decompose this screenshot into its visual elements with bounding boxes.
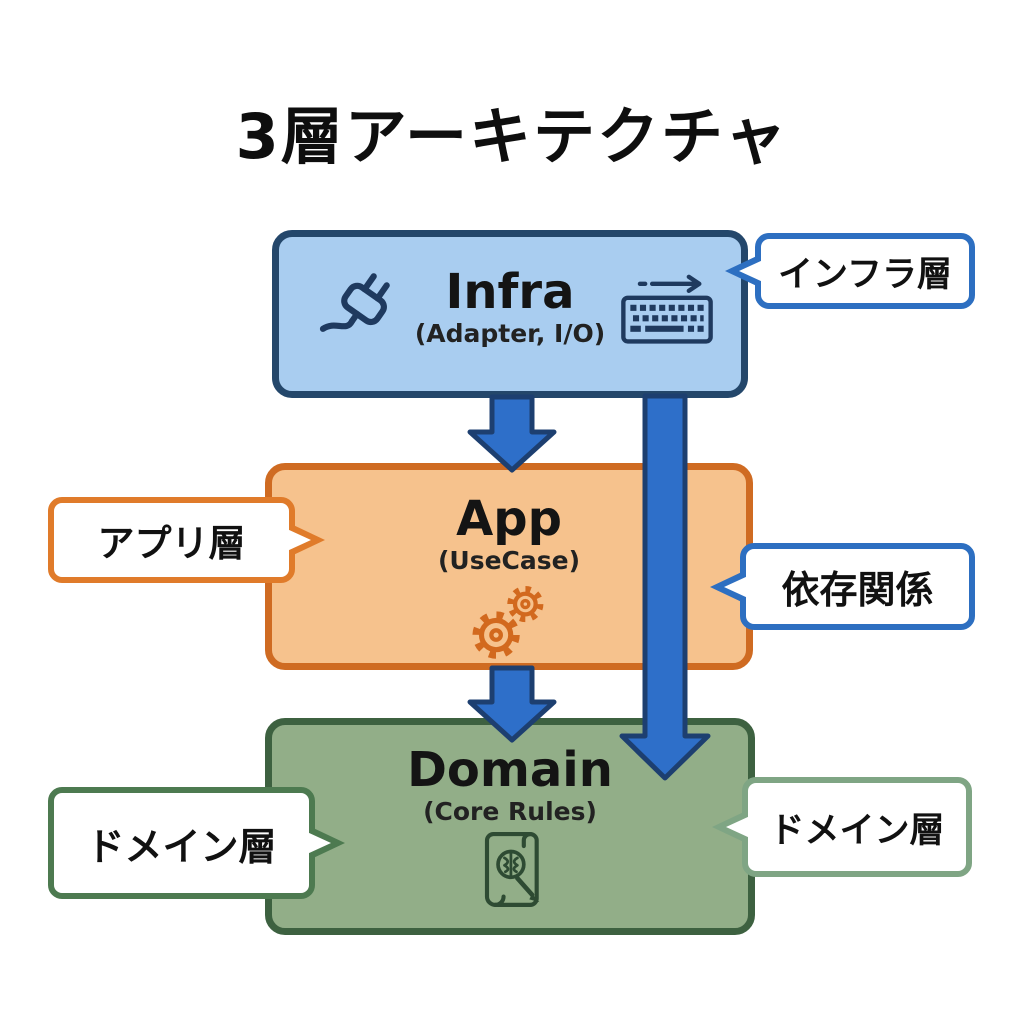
gears-icon [472, 586, 544, 659]
app-subtitle: (UseCase) [437, 546, 581, 576]
callout-app-layer-text: アプリ層 [97, 522, 246, 565]
diagram-title: 3層アーキテクチャ [235, 100, 789, 173]
callout-dependency-text: 依存関係 [781, 568, 934, 612]
callout-domain-layer-right-text: ドメイン層 [769, 810, 945, 851]
app-text-block: App (UseCase) [272, 470, 746, 576]
callout-pointer-left-icon [739, 260, 763, 282]
callout-infra-layer: インフラ層 [725, 233, 975, 309]
infra-name: Infra [445, 264, 575, 320]
app-name: App [456, 491, 562, 547]
callout-pointer-right-icon [307, 832, 331, 854]
callout-domain-layer-left: ドメイン層 [48, 787, 345, 899]
scroll-rules-icon [484, 831, 540, 907]
callout-domain-layer-left-text: ドメイン層 [86, 824, 277, 869]
layer-box-infra: Infra (Adapter, I/O) [272, 230, 748, 398]
plug-icon [319, 273, 390, 332]
arrow-infra-to-app [467, 394, 557, 473]
callout-app-layer: アプリ層 [48, 497, 325, 583]
callout-dependency: 依存関係 [710, 543, 975, 630]
layer-box-app: App (UseCase) [265, 463, 753, 670]
callout-pointer-left-icon [726, 816, 750, 838]
keyboard-io-icon [621, 274, 713, 344]
domain-name: Domain [407, 742, 613, 798]
infra-subtitle: (Adapter, I/O) [414, 319, 606, 349]
callout-infra-layer-text: インフラ層 [778, 254, 952, 295]
domain-subtitle: (Core Rules) [423, 797, 597, 827]
infra-text-block: Infra (Adapter, I/O) [279, 237, 741, 349]
callout-domain-layer-right: ドメイン層 [712, 777, 972, 877]
domain-text-block: Domain (Core Rules) [272, 725, 748, 827]
callout-pointer-right-icon [287, 529, 311, 551]
callout-pointer-left-icon [724, 575, 748, 598]
